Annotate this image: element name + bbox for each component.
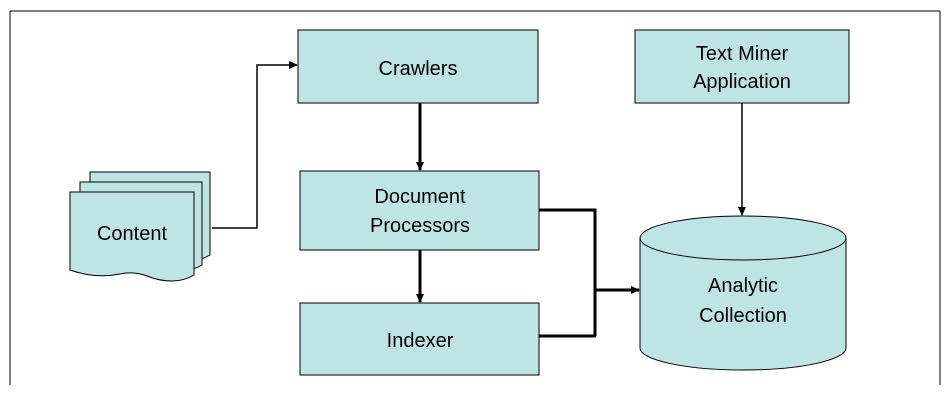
document-processors-label-line2: Processors <box>370 215 470 237</box>
indexer-rect <box>299 302 540 376</box>
document-processors-box: Document Processors <box>299 170 540 251</box>
document-processors-label-line1: Document <box>374 186 466 208</box>
text-miner-label-line2: Application <box>693 71 791 93</box>
indexer-label: Indexer <box>387 330 454 352</box>
content-to-crawlers-arrow <box>212 61 298 229</box>
crawlers-rect <box>297 29 539 104</box>
analytic-collection-cylinder: Analytic Collection <box>639 215 847 371</box>
processors-to-merge-connector <box>539 208 597 336</box>
analytic-collection-label-line1: Analytic <box>708 275 778 297</box>
text-miner-label-line1: Text Miner <box>696 43 789 65</box>
crawlers-label: Crawlers <box>379 58 458 80</box>
document-processors-rect <box>299 170 540 251</box>
crawlers-box: Crawlers <box>297 29 539 104</box>
indexer-box: Indexer <box>299 302 540 376</box>
document-sheet-front <box>69 191 195 282</box>
cylinder-top <box>639 215 847 261</box>
text-miner-application-rect <box>634 29 850 104</box>
content-document-stack: Content <box>69 171 211 282</box>
analytic-collection-label-line2: Collection <box>699 305 787 327</box>
text-miner-application-box: Text Miner Application <box>634 29 850 104</box>
cylinder-body <box>639 237 847 371</box>
content-label: Content <box>97 223 167 245</box>
